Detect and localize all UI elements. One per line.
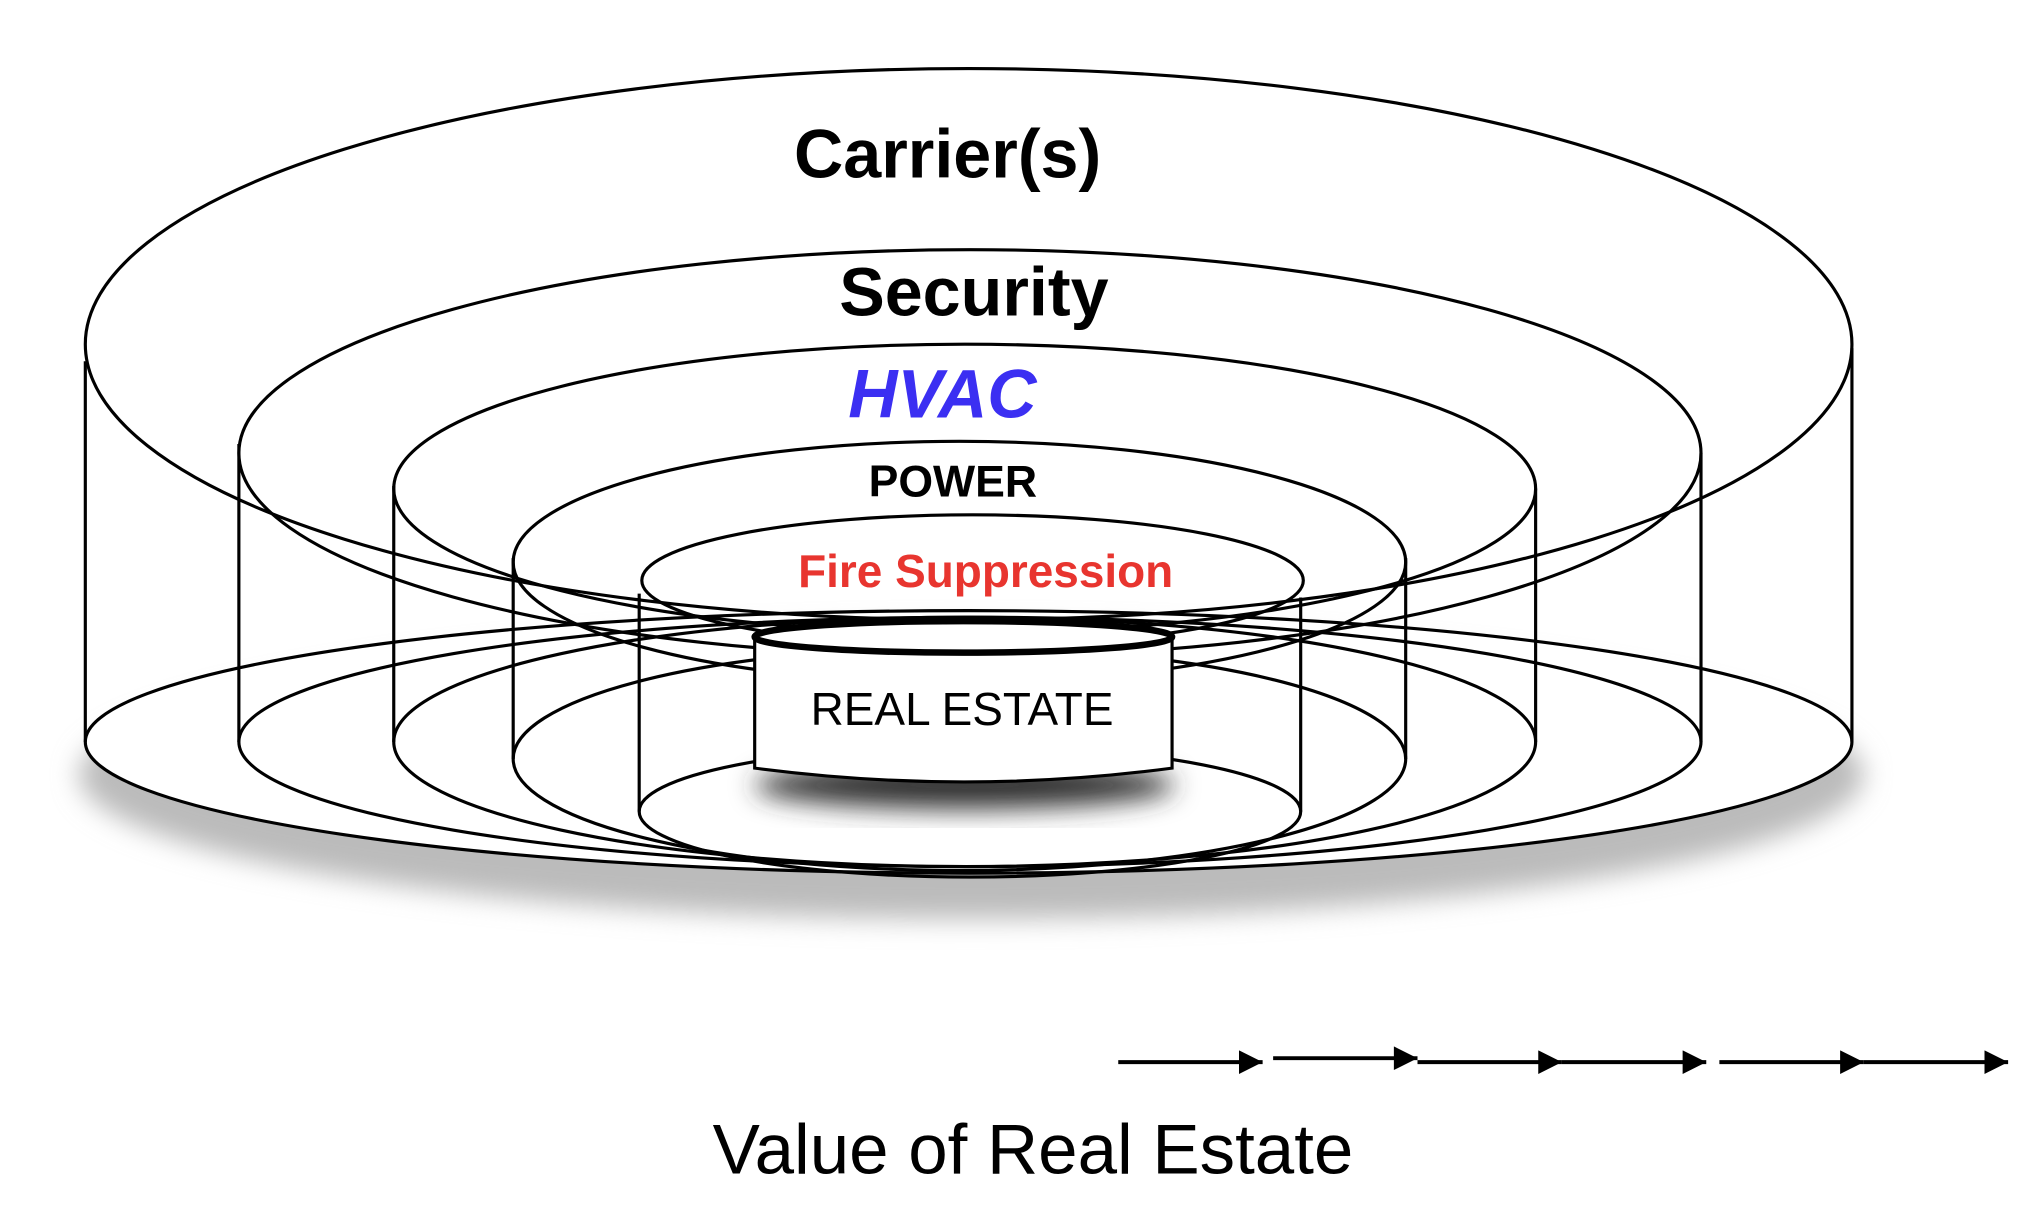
label-hvac: HVAC: [848, 357, 1038, 433]
value-arrows: [1118, 1046, 2009, 1074]
real-estate-cylinder: [751, 617, 1176, 809]
label-power: POWER: [869, 457, 1038, 506]
label-carrier: Carrier(s): [794, 117, 1101, 193]
label-fire-suppression: Fire Suppression: [798, 545, 1173, 597]
label-security: Security: [839, 254, 1108, 330]
axis-label: Value of Real Estate: [713, 1111, 1354, 1190]
label-real-estate: REAL ESTATE: [811, 683, 1114, 735]
